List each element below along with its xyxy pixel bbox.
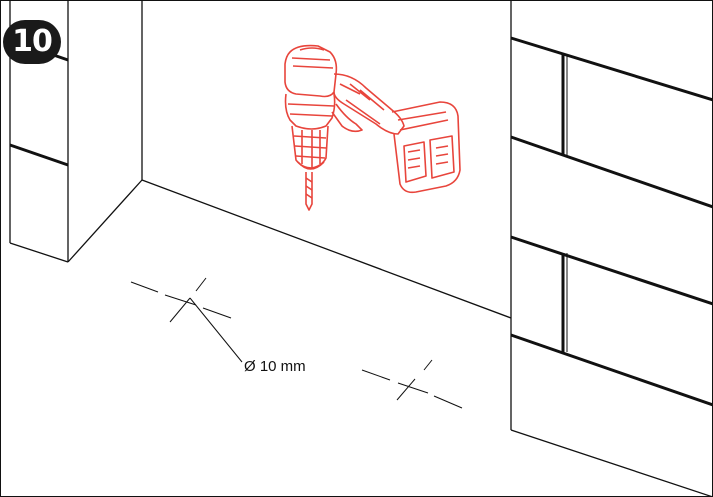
back-wall	[67, 0, 512, 319]
cordless-drill-icon	[284, 44, 461, 211]
drill-diameter-label: Ø 10 mm	[244, 358, 306, 375]
drill-mark-left	[130, 277, 232, 323]
right-brick-wall	[510, 0, 713, 497]
drill-mark-right	[361, 359, 463, 409]
dimension-leader	[189, 297, 243, 363]
step-number-badge: 10	[3, 20, 61, 64]
